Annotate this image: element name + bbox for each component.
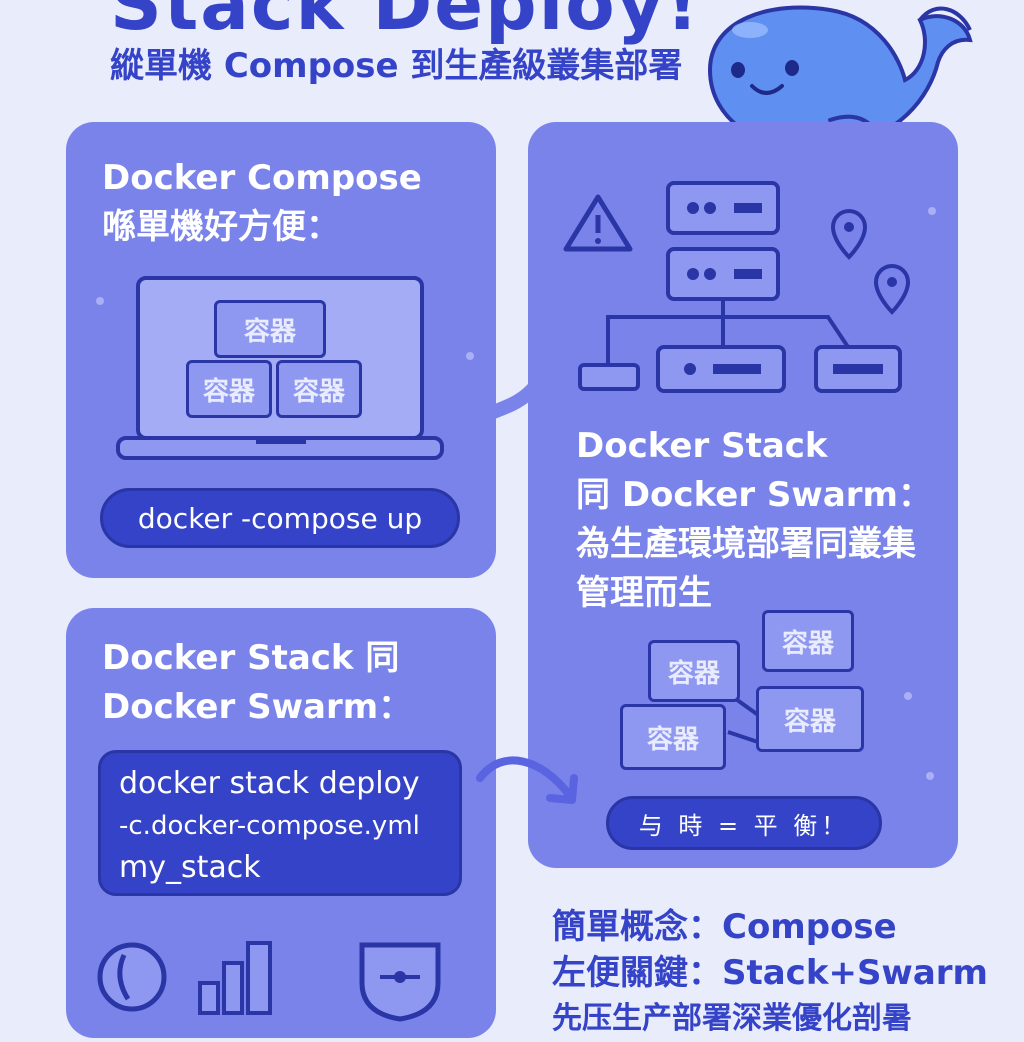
swarm-title: Docker Stack 同 Docker Swarm： <box>576 422 932 520</box>
arrow-icon <box>476 756 578 804</box>
page-title: Stack Deploy! <box>110 0 701 46</box>
swarm-desc: 為生產環境部署同叢集 管理而生 <box>576 520 916 618</box>
container-box: 容器 <box>214 300 326 358</box>
summary-label: 左便關鍵： <box>552 953 722 993</box>
stack-title-line2: Docker Swarm： <box>102 687 413 727</box>
code-line: -c.docker-compose.yml <box>119 811 420 841</box>
location-pin-icon <box>830 209 868 260</box>
compose-card: Docker Compose 喺單機好方便： 容器 容器 容器 docker -… <box>66 122 496 578</box>
page-subtitle: 縱單機 Compose 到生產級叢集部署 <box>110 46 683 86</box>
deploy-command: docker stack deploy -c.docker-compose.ym… <box>98 750 462 896</box>
container-box: 容器 <box>762 610 854 672</box>
status-pill: 与 時 = 平 衡！ <box>606 796 882 850</box>
container-box: 容器 <box>620 704 726 770</box>
warning-icon <box>563 194 633 252</box>
container-box: 容器 <box>186 360 272 418</box>
compose-title: Docker Compose 喺單機好方便： <box>102 154 422 252</box>
swarm-title-line1: Docker Stack <box>576 426 828 466</box>
compose-title-line1: Docker Compose <box>102 158 422 198</box>
stack-title-line1: Docker Stack 同 <box>102 638 400 678</box>
summary-line-2: 左便關鍵：Stack+Swarm <box>552 950 988 996</box>
compose-command: docker -compose up <box>100 488 460 548</box>
container-box: 容器 <box>648 640 740 702</box>
bottom-icons <box>97 941 441 1022</box>
code-line: docker stack deploy <box>119 766 420 801</box>
summary-line-1: 簡單概念：Compose <box>552 904 897 950</box>
swarm-card: Docker Stack 同 Docker Swarm： 為生產環境部署同叢集 … <box>528 122 958 868</box>
summary-value: Compose <box>722 907 897 947</box>
bar-chart-icon <box>198 981 220 1015</box>
stack-title: Docker Stack 同 Docker Swarm： <box>102 634 412 732</box>
swarm-desc-line2: 管理而生 <box>576 573 712 613</box>
summary-line-3: 先压生产部署深業優化剖暑 <box>552 1001 912 1036</box>
container-box: 容器 <box>276 360 362 418</box>
cluster-diagram <box>563 181 911 393</box>
swarm-title-line2: 同 Docker Swarm： <box>576 475 932 515</box>
compose-title-line2: 喺單機好方便： <box>102 207 340 247</box>
swarm-desc-line1: 為生產環境部署同叢集 <box>576 524 916 564</box>
chart-circle-icon <box>97 942 167 1012</box>
container-box: 容器 <box>756 686 864 752</box>
stack-card: Docker Stack 同 Docker Swarm： docker stac… <box>66 608 496 1038</box>
summary-label: 簡單概念： <box>552 907 722 947</box>
location-pin-icon <box>873 264 911 315</box>
summary-value: Stack+Swarm <box>722 953 988 993</box>
code-line: my_stack <box>119 850 261 885</box>
